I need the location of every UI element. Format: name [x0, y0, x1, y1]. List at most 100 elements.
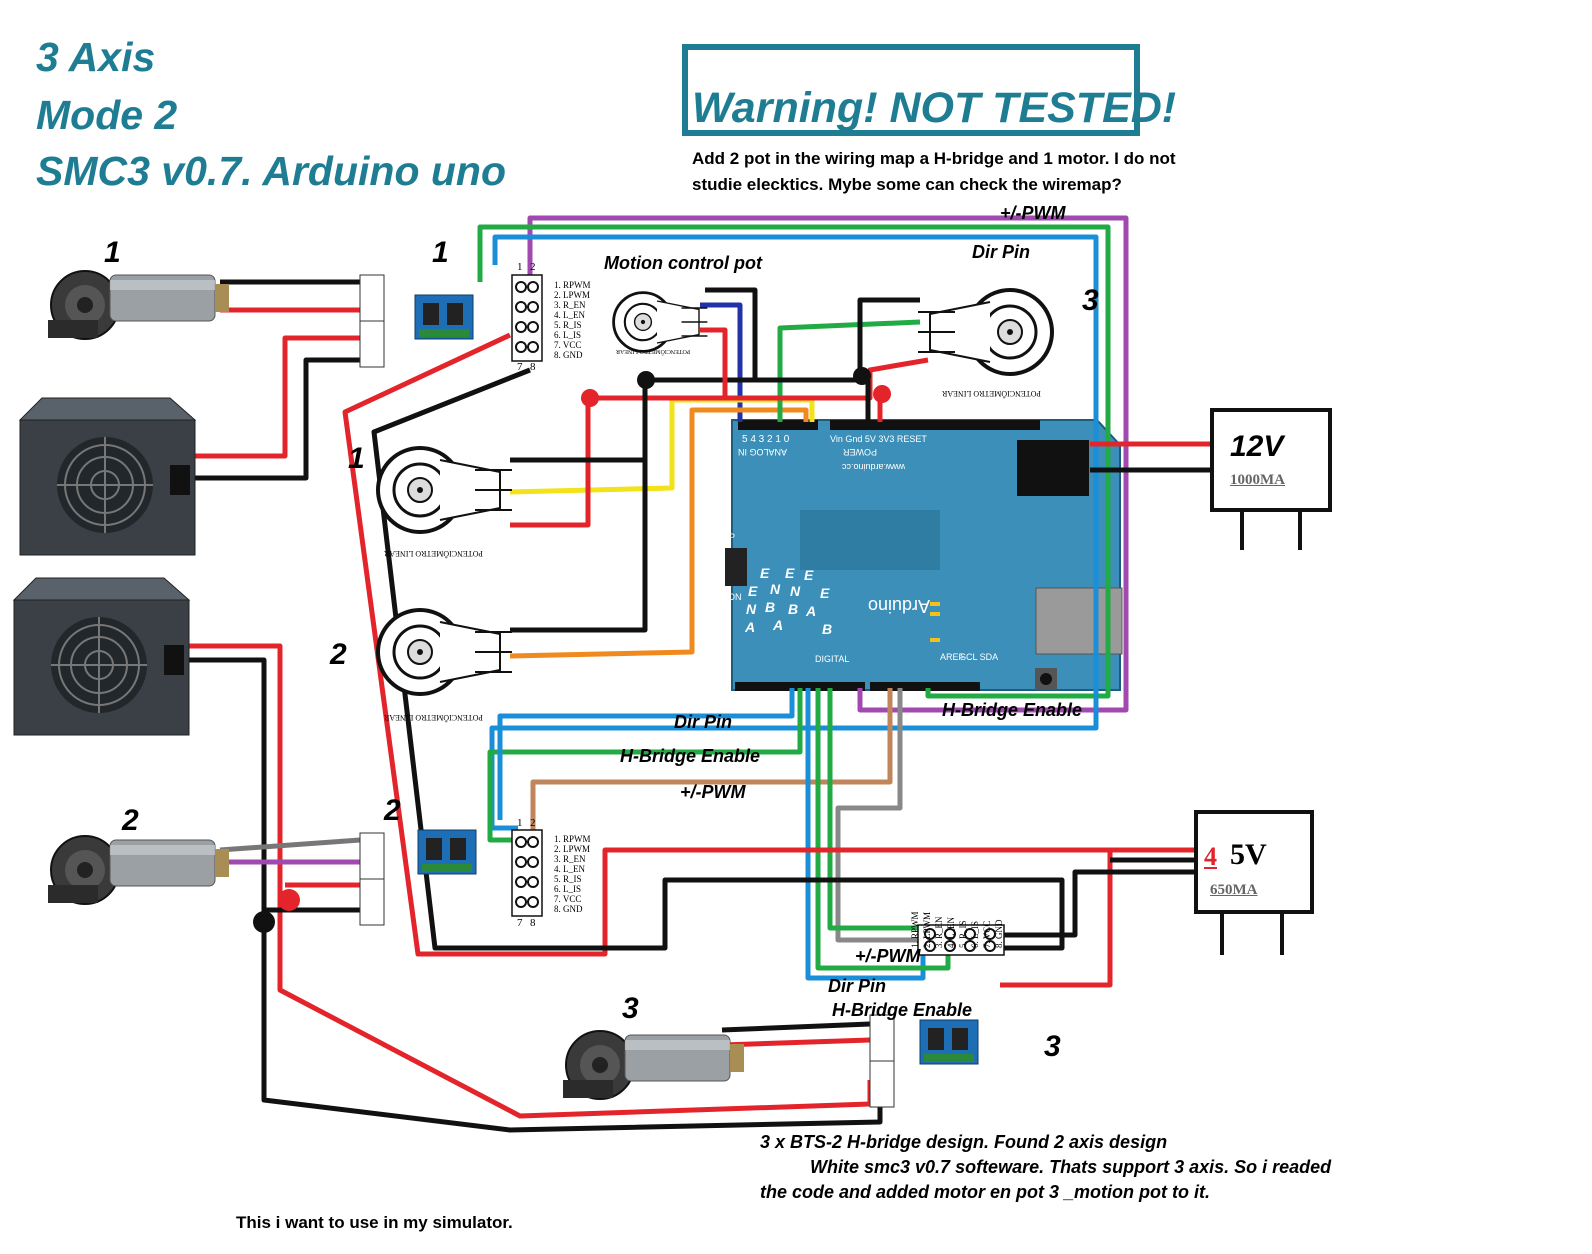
wire-green-pot3 — [777, 319, 921, 422]
number-motor-2: 2 — [122, 804, 139, 837]
pot-3 — [916, 288, 1054, 376]
label-pwm-top: +/-PWM — [1000, 203, 1066, 223]
label-pwm-bot: +/-PWM — [855, 946, 921, 966]
psu-5v-current: 650MA — [1210, 882, 1258, 898]
number-motor-1: 1 — [104, 236, 121, 269]
arduino-icsp: ICSP — [714, 532, 735, 542]
svg-text:B: B — [822, 621, 832, 637]
warning-note-2: studie elecktics. Mybe some can check th… — [692, 175, 1122, 194]
number-hbridge-3: 3 — [1044, 1030, 1061, 1063]
svg-text:N: N — [770, 581, 781, 597]
wire-red-pots — [510, 357, 929, 528]
hbridge-pinlist-1: 1. RPWM 2. LPWM 3. R_EN 4. L_EN 5. R_IS … — [554, 280, 591, 360]
footer-note: This i want to use in my simulator. — [236, 1213, 513, 1232]
wire-blue-mid — [497, 688, 795, 820]
arduino-www: www.arduino.cc — [841, 462, 906, 472]
svg-text:B: B — [765, 599, 775, 615]
pot-text-3: POTENCIÔMETRO LINEAR — [942, 389, 1041, 398]
pot-motion — [612, 291, 709, 353]
arduino-brand: Arduino — [868, 596, 930, 616]
psu-12v-current: 1000MA — [1230, 472, 1285, 488]
terminal-1 — [359, 274, 385, 368]
arduino-on: ON — [728, 592, 742, 602]
number-hbridge-2: 2 — [384, 794, 401, 827]
pot-text-1: POTENCIÔMETRO LINEAR — [384, 549, 483, 558]
wire-black-5v — [1000, 869, 1200, 938]
wire-red-psu1 — [190, 335, 360, 459]
warning-note-1: Add 2 pot in the wiring map a H-bridge a… — [692, 149, 1176, 168]
wire-green-top — [477, 224, 1111, 699]
label-pwm-mid: +/-PWM — [680, 782, 746, 802]
pot-text-2: POTENCIÔMETRO LINEAR — [384, 713, 483, 722]
description-line-2: White smc3 v0.7 softeware. Thats support… — [810, 1157, 1332, 1177]
svg-text:A: A — [744, 619, 755, 635]
header-num-1c: 7 — [517, 361, 523, 373]
motor-3 — [562, 1030, 745, 1100]
pot-2 — [376, 608, 514, 696]
svg-text:N: N — [746, 601, 757, 617]
motor-2 — [47, 835, 230, 905]
header-num-1b: 2 — [530, 261, 536, 273]
motor-1 — [47, 270, 230, 340]
title-line-3: SMC3 v0.7. Arduino uno — [36, 148, 507, 194]
warning-heading: Warning! NOT TESTED! — [692, 84, 1177, 132]
wire-black-psu1 — [190, 357, 360, 481]
arduino-power-pins: Vin Gnd 5V 3V3 RESET — [830, 434, 927, 444]
label-dir-mid: Dir Pin — [674, 712, 733, 732]
description-line-3: the code and added motor en pot 3 _motio… — [760, 1182, 1210, 1202]
title-line-2: Mode 2 — [36, 92, 178, 138]
terminal-2 — [359, 832, 385, 926]
label-dir-top: Dir Pin — [972, 242, 1031, 262]
wire-red-long — [342, 332, 1200, 957]
hbridge-header-2 — [511, 829, 543, 917]
svg-text:E: E — [785, 565, 795, 581]
wire-black-motion — [705, 287, 758, 380]
pot-text-motion: POTENCIÔMETRO LINEAR — [616, 348, 691, 354]
svg-text:E: E — [748, 583, 758, 599]
psu-2 — [13, 577, 190, 736]
header-num-2c: 7 — [517, 917, 523, 929]
arduino-digital: DIGITAL — [815, 654, 849, 664]
arduino-analog-in: ANALOG IN — [738, 447, 787, 457]
wire-green-mid — [487, 688, 803, 843]
adapter-12v — [1017, 408, 1332, 550]
svg-text:A: A — [772, 617, 783, 633]
number-pot-1: 1 — [348, 442, 365, 475]
svg-text:E: E — [820, 585, 830, 601]
number-pot-3: 3 — [1082, 284, 1099, 317]
header-num-1a: 1 — [517, 261, 523, 273]
svg-text:N: N — [790, 583, 801, 599]
psu-5v-number: 4 — [1204, 842, 1217, 871]
arduino-analog-pins: 5 4 3 2 1 0 — [742, 434, 790, 445]
wire-red-motion — [700, 327, 728, 398]
header-num-2a: 1 — [517, 817, 523, 829]
label-enable-mid: H-Bridge Enable — [620, 746, 761, 766]
svg-text:B: B — [788, 601, 798, 617]
psu-5v-voltage: 5V — [1230, 838, 1267, 871]
hbridge-pinlist-2: 1. RPWM 2. LPWM 3. R_EN 4. L_EN 5. R_IS … — [554, 834, 591, 914]
description-line-1: 3 x BTS-2 H-bridge design. Found 2 axis … — [760, 1132, 1168, 1152]
number-motor-3: 3 — [622, 992, 639, 1025]
wire-black-motor3 — [721, 1021, 871, 1033]
hbridge-board-1 — [414, 294, 474, 340]
arduino-power: POWER — [842, 447, 877, 457]
adapter-5v — [1194, 810, 1314, 955]
arduino-aref: AREF — [940, 652, 965, 662]
wire-brown-pwm — [530, 688, 893, 830]
wire-navy-pot — [700, 302, 743, 422]
wire-gray-motor2 — [219, 837, 361, 853]
svg-text:A: A — [805, 603, 816, 619]
hbridge-board-2 — [417, 829, 477, 875]
wire-black-psu2 — [180, 657, 883, 1133]
header-num-2b: 2 — [530, 817, 536, 829]
label-enable-right: H-Bridge Enable — [942, 700, 1083, 720]
hbridge-header-1 — [511, 274, 543, 362]
junction-dots — [253, 367, 891, 933]
svg-text:E: E — [804, 567, 814, 583]
header-num-2d: 8 — [530, 917, 536, 929]
label-dir-bot: Dir Pin — [828, 976, 887, 996]
wire-orange-pot2 — [509, 407, 809, 659]
hbridge-pinlist-3: 1. RPWM 2. LPWM 3. R_EN 4. L_EN 5. R_IS … — [910, 911, 1004, 948]
